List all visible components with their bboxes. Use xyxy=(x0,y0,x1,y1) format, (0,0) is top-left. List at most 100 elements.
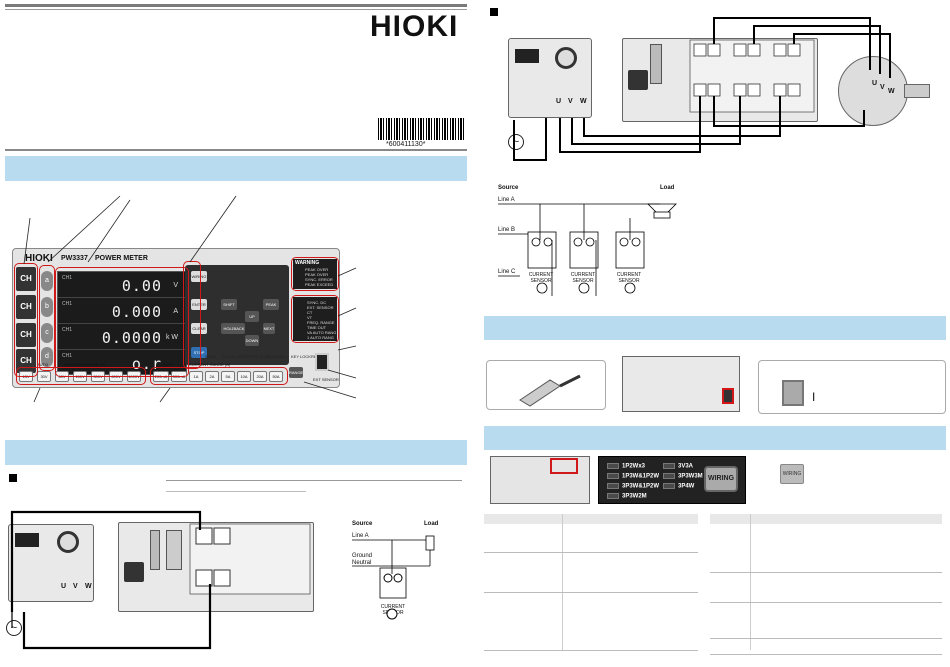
wiring-key[interactable]: WIRING xyxy=(191,271,207,282)
line-b-label-right: Line B xyxy=(498,227,516,233)
next-key[interactable]: NEXT xyxy=(263,323,275,334)
status-item: TIME OUT xyxy=(307,325,327,330)
selector-c[interactable]: c xyxy=(41,323,53,343)
lcd-value: 0.00 xyxy=(121,277,162,295)
callout-box-selectors xyxy=(39,265,55,371)
line-a-label-right: Line A xyxy=(498,197,515,203)
panel-title: POWER METER xyxy=(95,255,148,262)
lcd-display: CH1 0.00 V CH1 0.000 A CH1 0.0000 k W CH… xyxy=(57,271,188,375)
lcd-value: 0.0000 xyxy=(101,329,162,347)
wiring-option-3p3w3m[interactable]: 3P3W3M xyxy=(663,473,703,480)
motor xyxy=(838,56,908,126)
ac-source-symbol: ~ xyxy=(6,620,22,636)
warning-label: WARNING xyxy=(295,260,320,266)
current-range-20a[interactable]: 20A xyxy=(253,371,267,382)
power-meter-panel: HIOKI PW3337 POWER METER CH CH CH CH a b… xyxy=(12,248,340,388)
barcode xyxy=(378,118,464,140)
table-right-row-2 xyxy=(710,602,942,603)
ground-label: Ground xyxy=(352,553,373,559)
neutral-label: Neutral xyxy=(352,560,372,566)
source-display xyxy=(15,533,39,547)
current-sensor-label-3: CURRENT SENSOR xyxy=(616,272,642,284)
table-right-header xyxy=(710,514,942,524)
lcd-row-power: CH1 0.0000 k W xyxy=(58,324,188,350)
header-rule-bottom xyxy=(5,149,467,151)
lcd-channel: CH1 xyxy=(62,327,73,333)
voltage-range-30v[interactable]: 30V xyxy=(37,371,51,382)
current-range-5a[interactable]: 5A xyxy=(221,371,235,382)
switch-icon[interactable] xyxy=(782,380,804,406)
switch-on-mark: I xyxy=(812,390,816,404)
up-key[interactable]: UP xyxy=(245,311,259,322)
warning-item: SYNC. ERROR xyxy=(305,277,333,282)
header-rule-2 xyxy=(5,9,467,10)
auto-label-left: AUTO xyxy=(37,362,49,367)
motor-terminal-v: V xyxy=(880,84,885,91)
section-bar-3 xyxy=(484,316,946,340)
status-item: SYNC. DC xyxy=(307,300,327,305)
lcd-channel: CH1 xyxy=(62,353,73,359)
motor-shaft xyxy=(904,84,930,98)
lcd-channel: CH1 xyxy=(62,275,73,281)
wiring-button-small[interactable]: WIRING xyxy=(780,464,804,484)
current-range-1a[interactable]: 1A xyxy=(189,371,203,382)
callout-box-keys xyxy=(183,261,201,369)
panel-model: PW3337 xyxy=(61,255,88,262)
lcd-unit: A xyxy=(173,308,178,315)
selector-d[interactable]: d xyxy=(41,347,53,367)
hold-key[interactable]: HOLD xyxy=(221,323,237,334)
table-right-row-1 xyxy=(710,572,942,573)
channel-button-2[interactable]: CH xyxy=(16,295,36,319)
terminal-v: V xyxy=(73,583,78,590)
stop-key[interactable]: STOP xyxy=(191,347,207,358)
shift-key[interactable]: SHIFT xyxy=(221,299,237,310)
current-range-2a[interactable]: 2A xyxy=(205,371,219,382)
wiring-option-3p3w1p2w[interactable]: 3P3W&1P2W xyxy=(607,483,659,490)
terminal-u: U xyxy=(61,583,67,590)
rear-connector-right xyxy=(650,44,662,84)
section-bar-1 xyxy=(5,156,467,181)
down-key[interactable]: DOWN xyxy=(245,335,259,346)
rule-mid-2 xyxy=(166,491,306,492)
callout-box-channels xyxy=(14,263,38,377)
power-source-device-right xyxy=(508,38,592,118)
ext-sensor-label: EXT SENSOR xyxy=(313,377,339,382)
current-sensor-label-2: CURRENT SENSOR xyxy=(570,272,596,284)
rule-mid-1 xyxy=(166,480,462,481)
back-key[interactable]: BACK xyxy=(233,323,245,334)
peak-key[interactable]: PEAK xyxy=(263,299,279,310)
wiring-option-3p3w2m[interactable]: 3P3W2M xyxy=(607,493,647,500)
selector-a[interactable]: a xyxy=(41,271,53,291)
lcd-row-voltage: CH1 0.00 V xyxy=(58,272,188,298)
wiring-option-3p4w[interactable]: 3P4W xyxy=(663,483,694,490)
power-switch[interactable] xyxy=(315,353,329,371)
enter-key[interactable]: ENTER xyxy=(191,299,207,310)
wiring-option-3v3a[interactable]: 3V3A xyxy=(663,463,693,470)
current-range-50a[interactable]: 50A xyxy=(269,371,283,382)
warning-item: PEAK OVER xyxy=(305,267,329,272)
section-bar-2 xyxy=(5,440,467,465)
rear-power-inlet xyxy=(124,562,144,582)
callout-box-lcd xyxy=(55,267,189,377)
table-left-row-3 xyxy=(484,650,698,651)
lcd-channel: CH1 xyxy=(62,301,73,307)
current-sensor-label-1: CURRENT SENSOR xyxy=(528,272,554,284)
selector-b[interactable]: b xyxy=(41,297,53,317)
channel-button-1[interactable]: CH xyxy=(16,267,36,291)
channel-button-3[interactable]: CH xyxy=(16,323,36,347)
status-panel: SYNC. DC EXT. SENSOR CT VT FREQ. RANGE T… xyxy=(293,297,337,341)
wiring-button[interactable]: WIRING xyxy=(704,466,738,492)
lcd-unit: V xyxy=(173,282,178,289)
callout-box-status xyxy=(291,295,339,343)
clear-key[interactable]: CLEAR xyxy=(191,323,207,334)
current-range-10a[interactable]: 10A xyxy=(237,371,251,382)
line-c-label-right: Line C xyxy=(498,269,516,275)
range-button[interactable]: RANGE xyxy=(289,367,303,378)
barcode-text: *600411130* xyxy=(386,141,426,148)
wiring-option-1p2wx3[interactable]: 1P2Wx3 xyxy=(607,463,645,470)
callout-box-warning xyxy=(291,257,339,291)
wiring-option-1p3w1p2w[interactable]: 1P3W&1P2W xyxy=(607,473,659,480)
